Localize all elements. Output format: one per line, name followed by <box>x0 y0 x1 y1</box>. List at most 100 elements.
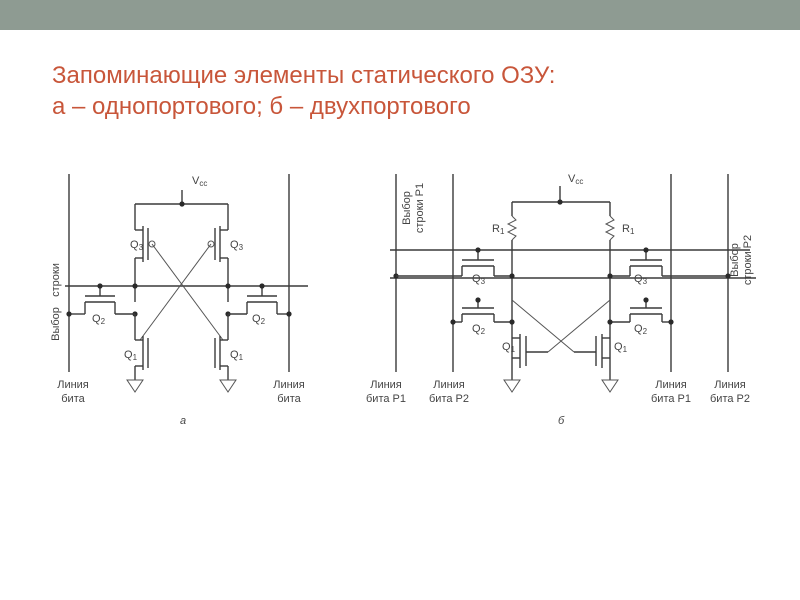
q2b-right-label: Q <box>634 323 643 335</box>
bit-p1-right-label-1: Линия <box>655 379 687 391</box>
r1-right-label: R <box>622 223 630 235</box>
svg-text:Q1: Q1 <box>124 349 138 362</box>
bit-p2-left-label-2: бита P2 <box>429 393 469 405</box>
left-storage-node <box>132 283 138 289</box>
q3-right-label: Q <box>230 239 239 251</box>
q1-left-sub: 1 <box>133 353 138 362</box>
bit-left-node <box>66 311 72 317</box>
cross-wire-b1 <box>511 299 575 353</box>
caption-b: б <box>558 415 565 427</box>
circuit-svg: Vcc Q3 Q3 <box>50 173 756 427</box>
circuit-figure: Vcc Q3 Q3 <box>40 162 770 434</box>
svg-text:Q3: Q3 <box>634 273 648 286</box>
bit-right-node <box>286 311 292 317</box>
r1-left-label: R <box>492 223 500 235</box>
q2b-right-gate-node <box>643 297 649 303</box>
q1-right-sub: 1 <box>239 353 244 362</box>
diagram-b: Vcc R1 R1 Q3 <box>366 173 756 427</box>
svg-text:Q3: Q3 <box>472 273 486 286</box>
bit-p2-right-node-q3 <box>725 273 731 279</box>
q1b-left-sub: 1 <box>511 345 516 354</box>
svg-text:Q2: Q2 <box>472 323 486 336</box>
svg-text:Vcc: Vcc <box>192 175 207 188</box>
title-line-1: Запоминающие элементы статического ОЗУ: <box>52 62 556 89</box>
r1-right-resistor <box>604 215 616 241</box>
row-p1-label-1: Выбор <box>401 191 413 225</box>
q2b-left-sub: 2 <box>481 327 486 336</box>
bit-left-label-1: Линия <box>57 379 89 391</box>
q2-left-label: Q <box>92 313 101 325</box>
svg-text:R1: R1 <box>622 223 635 236</box>
ground-left-b-icon <box>503 379 521 393</box>
q2-left-sub: 2 <box>101 317 106 326</box>
cross-wire-2 <box>151 243 224 341</box>
bit-p1-right-node <box>668 319 674 325</box>
word-line-label-top: строки <box>50 263 62 297</box>
q3b-left-label: Q <box>472 273 481 285</box>
right-storage-node <box>225 283 231 289</box>
q1-left-label: Q <box>124 349 133 361</box>
svg-text:Vcc: Vcc <box>568 173 583 186</box>
slide-title: Запоминающие элементы статического ОЗУ: … <box>52 60 772 122</box>
r1-left-resistor <box>506 215 518 241</box>
q1b-right-label: Q <box>614 341 623 353</box>
q2-right-gate-node <box>259 283 265 289</box>
svg-text:Q2: Q2 <box>92 313 106 326</box>
caption-a: а <box>180 415 186 427</box>
q1b-right-sub: 1 <box>623 345 628 354</box>
bit-p2-right-label-2: бита P2 <box>710 393 750 405</box>
vcc-node-a <box>179 201 185 207</box>
q3b-left-sub: 3 <box>481 277 486 286</box>
q3b-right-sub: 3 <box>643 277 648 286</box>
svg-text:Q2: Q2 <box>252 313 266 326</box>
row-p2-label-2: строки P2 <box>742 235 754 285</box>
q2b-left-gate-node <box>475 297 481 303</box>
right-node-b-q3 <box>607 273 613 279</box>
row-p1-label-2: строки P1 <box>414 183 426 233</box>
svg-text:R1: R1 <box>492 223 505 236</box>
q2-left-gate-node <box>97 283 103 289</box>
bit-p2-left-label-1: Линия <box>433 379 465 391</box>
q2-right-sub: 2 <box>261 317 266 326</box>
left-node-b-q2 <box>509 319 515 325</box>
svg-text:Q1: Q1 <box>230 349 244 362</box>
vcc-sub-b: cc <box>575 177 583 186</box>
q2b-left-label: Q <box>472 323 481 335</box>
svg-text:Q3: Q3 <box>130 239 144 252</box>
r1-right-sub: 1 <box>630 227 635 236</box>
q2b-right-sub: 2 <box>643 327 648 336</box>
left-node-b-q3 <box>509 273 515 279</box>
bit-p2-right-label-1: Линия <box>714 379 746 391</box>
q3-right-bubble <box>207 240 215 248</box>
r1-left-sub: 1 <box>500 227 505 236</box>
q3b-right-gate-node <box>643 247 649 253</box>
q3-left-label: Q <box>130 239 139 251</box>
ground-left-icon <box>126 379 144 393</box>
bit-left-label-2: бита <box>61 393 85 405</box>
word-line-label-bottom: Выбор <box>50 307 62 341</box>
right-node-b-q2 <box>607 319 613 325</box>
bit-p1-left-label-1: Линия <box>370 379 402 391</box>
vcc-label-b: V <box>568 173 576 185</box>
q3b-right-label: Q <box>634 273 643 285</box>
top-bar <box>0 0 800 30</box>
q2-right-label: Q <box>252 313 261 325</box>
svg-text:Q3: Q3 <box>230 239 244 252</box>
bit-p1-left-label-2: бита P1 <box>366 393 406 405</box>
svg-text:Q1: Q1 <box>614 341 628 354</box>
ground-right-icon <box>219 379 237 393</box>
vcc-label-a: V <box>192 175 200 187</box>
cross-wire-1 <box>139 243 212 341</box>
vcc-node-b <box>557 199 563 205</box>
q3b-left-gate-node <box>475 247 481 253</box>
q3-left-bubble <box>148 240 156 248</box>
svg-text:Q1: Q1 <box>502 341 516 354</box>
row-p2-label-1: Выбор <box>729 243 741 277</box>
bit-right-label-1: Линия <box>273 379 305 391</box>
bit-p2-left-node <box>450 319 456 325</box>
title-line-2: а – однопортового; б – двухпортового <box>52 93 471 120</box>
q1-right-label: Q <box>230 349 239 361</box>
q3-left-sub: 3 <box>139 243 144 252</box>
ground-right-b-icon <box>601 379 619 393</box>
cross-wire-b2 <box>547 299 611 353</box>
